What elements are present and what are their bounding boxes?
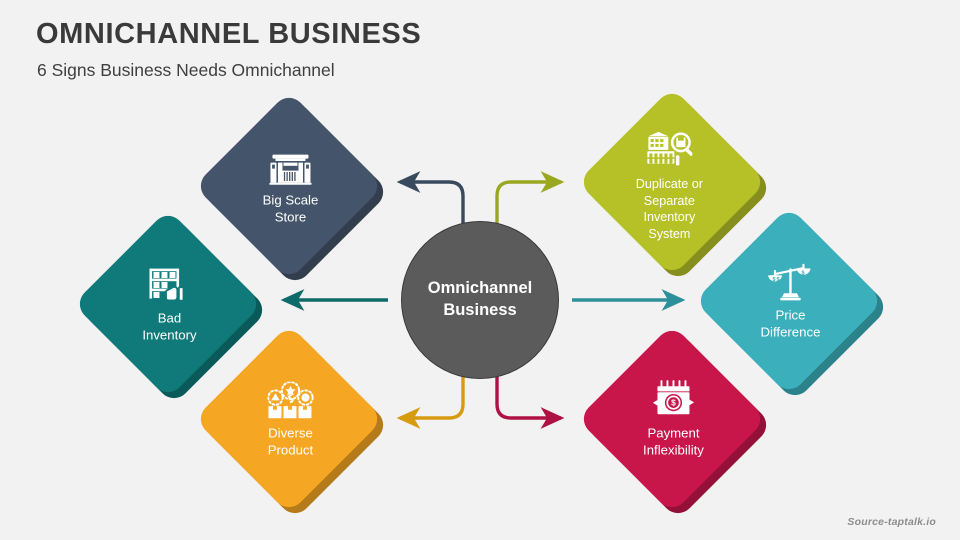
hub-label: Omnichannel Business: [427, 279, 533, 319]
node-face: $ $ $ Price Difference: [694, 206, 884, 396]
storefront-icon: [268, 143, 312, 187]
node-label: Payment Inflexibility: [643, 425, 704, 459]
node-label: Big Scale Store: [262, 192, 319, 226]
node-face: $ Payment Inflexibility: [577, 324, 767, 514]
boxes-shapes-icon: [267, 376, 314, 420]
node-duplicate-inventory[interactable]: Duplicate or Separate Inventory System: [577, 87, 773, 283]
svg-text:$: $: [776, 277, 779, 283]
node-label: Bad Inventory: [142, 310, 197, 344]
node-diverse-product[interactable]: Diverse Product: [194, 324, 390, 520]
balance-scale-icon: $ $ $: [767, 258, 813, 302]
svg-text:$: $: [671, 398, 676, 408]
node-label: Duplicate or Separate Inventory System: [635, 176, 703, 241]
node-label: Diverse Product: [267, 425, 314, 459]
node-face: Bad Inventory: [73, 209, 263, 399]
node-face: Big Scale Store: [194, 91, 384, 281]
page-subtitle: 6 Signs Business Needs Omnichannel: [37, 60, 335, 80]
node-bad-inventory[interactable]: Bad Inventory: [73, 209, 269, 405]
svg-text:$: $: [772, 277, 775, 283]
shelf-thumbs-down-icon: [148, 261, 190, 305]
node-face: Duplicate or Separate Inventory System: [577, 87, 767, 277]
node-big-scale-store[interactable]: Big Scale Store: [194, 91, 390, 287]
center-hub[interactable]: Omnichannel Business: [392, 212, 568, 388]
page-title: OMNICHANNEL BUSINESS: [36, 18, 422, 50]
node-price-difference[interactable]: $ $ $ Price Difference: [694, 206, 890, 402]
node-label: Price Difference: [760, 307, 821, 341]
svg-text:$: $: [801, 270, 804, 276]
source-attribution: Source-taptalk.io: [847, 516, 936, 528]
node-payment-inflexibility[interactable]: $ Payment Inflexibility: [577, 324, 773, 520]
node-face: Diverse Product: [194, 324, 384, 514]
warehouse-magnifier-icon: [646, 127, 693, 171]
calendar-dollar-icon: $: [651, 376, 695, 420]
hub-disc: Omnichannel Business: [401, 221, 559, 379]
